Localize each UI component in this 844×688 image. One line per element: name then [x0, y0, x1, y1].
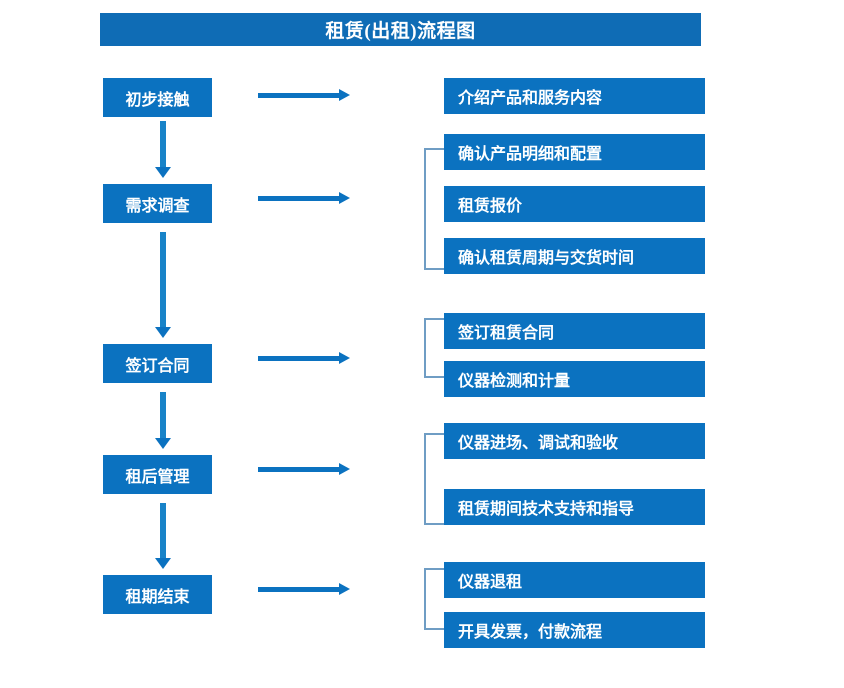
arrow-head [339, 352, 350, 364]
detail-node-5[interactable]: 签订租赁合同 [444, 313, 705, 349]
detail-node-2[interactable]: 确认产品明细和配置 [444, 134, 705, 170]
branch-arrow-right-2 [258, 192, 350, 204]
arrow-head [339, 89, 350, 101]
arrow-head [155, 327, 171, 338]
arrow-head [339, 192, 350, 204]
arrow-head [155, 438, 171, 449]
detail-node-7[interactable]: 仪器进场、调试和验收 [444, 423, 705, 459]
group-bracket-needs [424, 148, 444, 270]
group-bracket-closing [424, 568, 444, 630]
arrow-shaft [160, 121, 166, 167]
arrow-shaft [160, 392, 166, 438]
branch-arrow-right-3 [258, 352, 350, 364]
arrow-shaft [258, 587, 340, 592]
flow-arrow-down-4 [155, 503, 171, 569]
branch-arrow-right-4 [258, 463, 350, 475]
detail-node-1[interactable]: 介绍产品和服务内容 [444, 78, 705, 114]
arrow-head [155, 167, 171, 178]
arrow-head [155, 558, 171, 569]
arrow-shaft [258, 196, 340, 201]
arrow-shaft [160, 232, 166, 327]
group-bracket-management [424, 433, 444, 525]
branch-arrow-right-5 [258, 583, 350, 595]
flow-arrow-down-3 [155, 392, 171, 449]
page-title: 租赁(出租)流程图 [100, 13, 701, 46]
stage-node-3[interactable]: 签订合同 [103, 344, 212, 383]
detail-node-8[interactable]: 租赁期间技术支持和指导 [444, 489, 705, 525]
stage-node-1[interactable]: 初步接触 [103, 78, 212, 117]
flow-arrow-down-2 [155, 232, 171, 338]
detail-node-6[interactable]: 仪器检测和计量 [444, 361, 705, 397]
arrow-shaft [160, 503, 166, 558]
detail-node-4[interactable]: 确认租赁周期与交货时间 [444, 238, 705, 274]
arrow-shaft [258, 93, 340, 98]
arrow-shaft [258, 467, 340, 472]
arrow-head [339, 583, 350, 595]
detail-node-10[interactable]: 开具发票，付款流程 [444, 612, 705, 648]
branch-arrow-right-1 [258, 89, 350, 101]
group-bracket-contract [424, 318, 444, 378]
flow-arrow-down-1 [155, 121, 171, 178]
detail-node-9[interactable]: 仪器退租 [444, 562, 705, 598]
arrow-shaft [258, 356, 340, 361]
detail-node-3[interactable]: 租赁报价 [444, 186, 705, 222]
arrow-head [339, 463, 350, 475]
stage-node-5[interactable]: 租期结束 [103, 575, 212, 614]
stage-node-2[interactable]: 需求调查 [103, 184, 212, 223]
stage-node-4[interactable]: 租后管理 [103, 455, 212, 494]
